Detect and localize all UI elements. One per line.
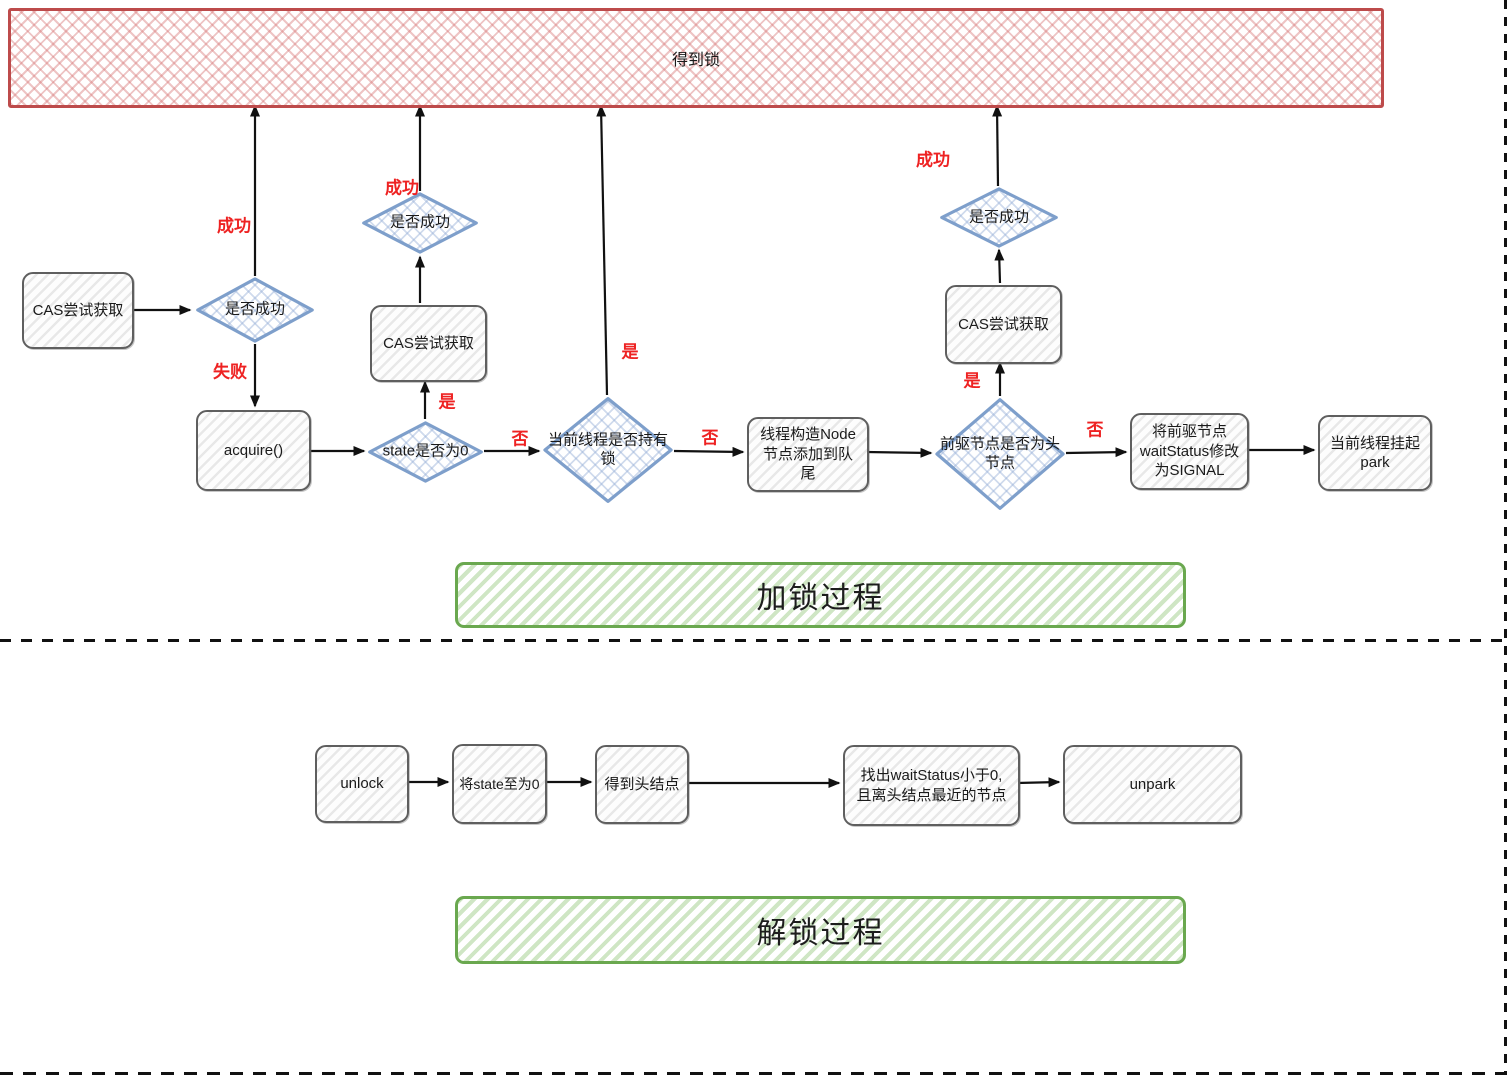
node-cas-try-right: CAS尝试获取 xyxy=(945,285,1062,364)
node-label: 当前线程是否持有锁 xyxy=(547,431,668,467)
arrow-cas-right-to-success xyxy=(994,248,1005,284)
arrow-success-right-to-banner xyxy=(992,104,1003,187)
node-park: 当前线程挂起park xyxy=(1318,415,1432,491)
diamond-outline xyxy=(368,422,483,482)
edge-label-success-mid: 成功 xyxy=(385,178,419,198)
node-label: 是否成功 xyxy=(224,300,286,318)
node-label: unlock xyxy=(340,775,384,793)
banner-got-lock: 得到锁 xyxy=(8,8,1384,108)
edge-label-success-left: 成功 xyxy=(217,216,251,236)
node-cas-try-left: CAS尝试获取 xyxy=(22,272,134,349)
diamond-outline xyxy=(935,398,1065,510)
decision-holds-lock: 当前线程是否持有锁 xyxy=(543,397,673,503)
edge-label-no-holds: 否 xyxy=(701,428,719,448)
arrow-holds-to-banner xyxy=(596,104,609,396)
node-label: 是否成功 xyxy=(389,213,451,231)
node-unpark: unpark xyxy=(1063,745,1242,824)
diamond-outline xyxy=(362,193,478,253)
edge-label-no-pred: 否 xyxy=(1086,420,1104,440)
decision-success-right: 是否成功 xyxy=(940,188,1058,247)
node-label: 找出waitStatus小于0,且离头结点最近的节点 xyxy=(856,767,1007,804)
edge-label-yes-pred: 是 xyxy=(963,371,981,391)
decision-success-mid: 是否成功 xyxy=(362,193,478,253)
edge-label-fail-left: 失败 xyxy=(213,362,247,382)
node-label: 前驱节点是否为头节点 xyxy=(939,435,1060,471)
arrow-pred-to-signal xyxy=(1065,447,1128,458)
node-enqueue: 线程构造Node节点添加到队尾 xyxy=(747,417,869,492)
node-label: 是否成功 xyxy=(968,208,1030,226)
node-label: 将前驱节点waitStatus修改为SIGNAL xyxy=(1139,423,1240,480)
edge-label-success-right: 成功 xyxy=(916,150,950,170)
section-bar-unlock: 解锁过程 xyxy=(455,896,1186,964)
node-find-node: 找出waitStatus小于0,且离头结点最近的节点 xyxy=(843,745,1020,826)
node-label: 当前线程挂起park xyxy=(1329,434,1420,472)
node-label: CAS尝试获取 xyxy=(32,301,124,319)
diamond-outline xyxy=(543,397,673,503)
node-label: acquire() xyxy=(223,441,284,459)
arrow-enqueue-to-pred xyxy=(865,447,933,458)
node-label: 线程构造Node节点添加到队尾 xyxy=(760,426,856,483)
decision-state-zero: state是否为0 xyxy=(368,422,483,482)
node-set-signal: 将前驱节点waitStatus修改为SIGNAL xyxy=(1130,413,1249,490)
diamond-outline xyxy=(940,188,1058,247)
node-label: 将state至为0 xyxy=(459,775,540,792)
node-label: 得到头结点 xyxy=(604,775,680,793)
edge-label-yes-holds: 是 xyxy=(621,342,639,362)
diamond-outline xyxy=(196,278,314,342)
arrow-findnode-to-unpark xyxy=(1016,777,1061,788)
edge-label-yes-state: 是 xyxy=(438,392,456,412)
node-label: state是否为0 xyxy=(382,442,469,460)
section-bar-lock: 加锁过程 xyxy=(455,562,1186,628)
node-cas-try-mid: CAS尝试获取 xyxy=(370,305,487,382)
banner-label: 得到锁 xyxy=(671,52,720,69)
node-set-state: 将state至为0 xyxy=(452,744,547,824)
node-unlock: unlock xyxy=(315,745,409,823)
section-title-lock: 加锁过程 xyxy=(756,582,885,615)
decision-success-left: 是否成功 xyxy=(196,278,314,342)
edge-label-no-state: 否 xyxy=(511,429,529,449)
arrow-holds-to-enqueue xyxy=(673,446,745,457)
node-get-head: 得到头结点 xyxy=(595,745,689,824)
decision-pred-head: 前驱节点是否为头节点 xyxy=(935,398,1065,510)
section-title-unlock: 解锁过程 xyxy=(756,917,885,950)
node-acquire: acquire() xyxy=(196,410,311,491)
node-label: unpark xyxy=(1129,775,1176,793)
node-label: CAS尝试获取 xyxy=(958,315,1049,333)
node-label: CAS尝试获取 xyxy=(383,334,474,352)
